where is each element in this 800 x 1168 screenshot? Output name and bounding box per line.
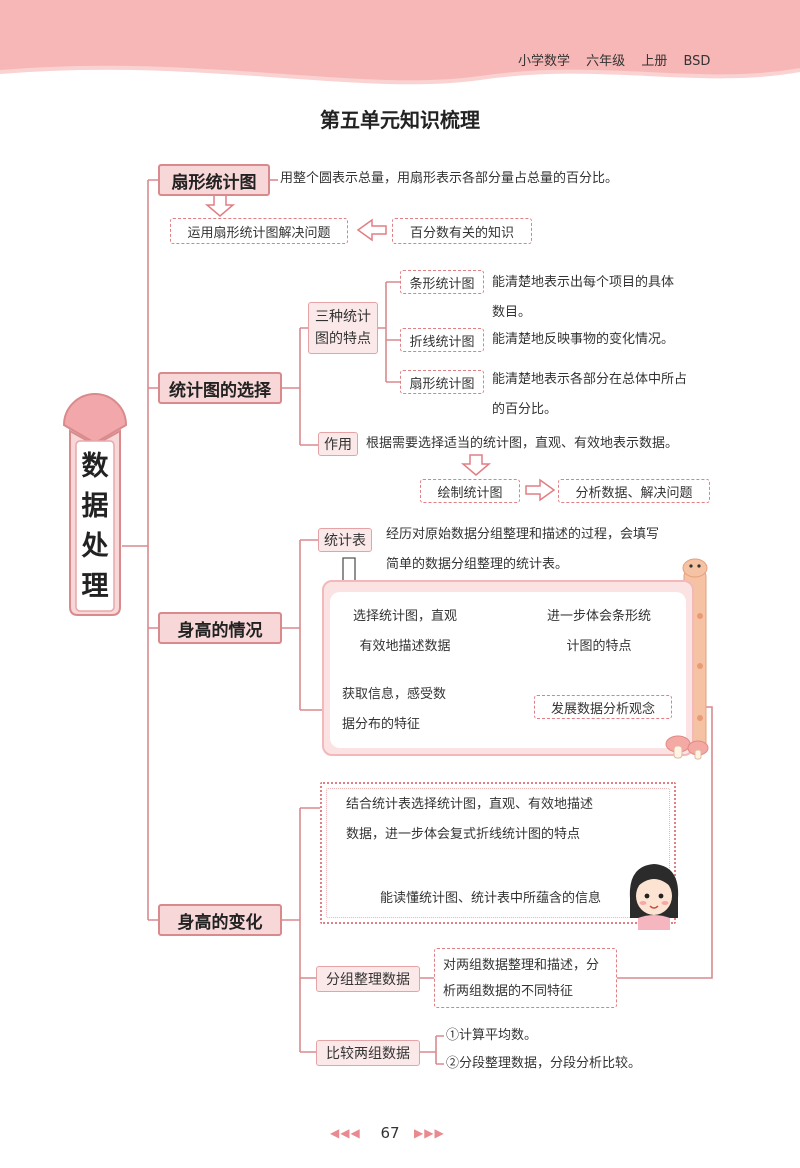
three-chart-features-line: 三种统计 xyxy=(315,309,371,325)
height-step1-result-line: 计图的特点 xyxy=(566,639,632,654)
feature-line: 能清楚地表示出每个项目的具体 xyxy=(492,275,675,290)
pie-chart-feature: 能清楚地表示各部分在总体中所占 的百分比。 xyxy=(492,365,687,425)
stat-table-line: 简单的数据分组整理的统计表。 xyxy=(386,557,569,572)
bar-chart-feature: 能清楚地表示出每个项目的具体 数目。 xyxy=(492,268,674,328)
pie-chart-node: 扇形统计图 xyxy=(158,164,270,196)
change-panel-line: 结合统计表选择统计图，直观、有效地描述 xyxy=(346,797,594,812)
root-char: 数 xyxy=(81,451,109,482)
pie-chart-description: 用整个圆表示总量，用扇形表示各部分量占总量的百分比。 xyxy=(280,171,619,186)
analyze-data-box: 分析数据、解决问题 xyxy=(558,479,710,503)
compare-data-tag: 比较两组数据 xyxy=(316,1040,420,1066)
percent-knowledge-box: 百分数有关的知识 xyxy=(392,218,532,244)
page-number: 67 xyxy=(380,1124,400,1142)
three-chart-features-tag: 三种统计 图的特点 xyxy=(308,302,378,354)
usage-tag: 作用 xyxy=(318,432,358,456)
feature-line: 能清楚地表示各部分在总体中所占 xyxy=(492,372,688,387)
height-step1-result: 进一步体会条形统 计图的特点 xyxy=(534,602,664,662)
pie-apply-box: 运用扇形统计图解决问题 xyxy=(170,218,348,244)
height-step2: 获取信息，感受数 据分布的特征 xyxy=(342,680,446,740)
mushroom-illustration xyxy=(665,735,709,760)
footer-right-arrows-icon: ▶▶▶ xyxy=(414,1126,445,1140)
header-book: 小学数学 xyxy=(518,54,571,69)
height-step1-line: 有效地描述数据 xyxy=(359,639,451,654)
change-panel-result: 能读懂统计图、统计表中所蕴含的信息 xyxy=(380,891,602,906)
stat-table-line: 经历对原始数据分组整理和描述的过程，会填写 xyxy=(386,527,660,542)
header-volume: 上册 xyxy=(641,54,668,69)
feature-line: 数目。 xyxy=(492,305,532,320)
height-step2-line: 据分布的特征 xyxy=(342,717,421,732)
root-node-shape xyxy=(62,393,128,616)
group-data-box: 对两组数据整理和描述，分 析两组数据的不同特征 xyxy=(434,948,617,1008)
line-chart-feature: 能清楚地反映事物的变化情况。 xyxy=(492,332,675,347)
header-edition: BSD xyxy=(683,54,711,69)
header-band xyxy=(0,0,800,85)
height-change-node: 身高的变化 xyxy=(158,904,282,936)
feature-line: 的百分比。 xyxy=(492,402,558,417)
draw-chart-box: 绘制统计图 xyxy=(420,479,520,503)
footer-left-arrows-icon: ◀◀◀ xyxy=(330,1126,361,1140)
height-step1-line: 选择统计图，直观 xyxy=(352,609,457,624)
compare-item-1: ①计算平均数。 xyxy=(446,1028,538,1043)
group-data-line: 对两组数据整理和描述，分 xyxy=(443,958,600,973)
chart-choice-node: 统计图的选择 xyxy=(158,372,282,404)
group-data-line: 析两组数据的不同特征 xyxy=(443,984,574,999)
root-label: 数 据 处 理 xyxy=(76,447,114,607)
group-data-tag: 分组整理数据 xyxy=(316,966,420,992)
height-step1-result-line: 进一步体会条形统 xyxy=(546,609,651,624)
data-analysis-concept-box: 发展数据分析观念 xyxy=(534,695,672,719)
height-step1: 选择统计图，直观 有效地描述数据 xyxy=(344,602,466,662)
compare-item-2: ②分段整理数据，分段分析比较。 xyxy=(446,1056,642,1071)
header-book-info: 小学数学 六年级 上册 BSD xyxy=(518,50,710,69)
root-char: 理 xyxy=(81,571,109,602)
three-chart-features-line: 图的特点 xyxy=(315,331,371,347)
height-step2-line: 获取信息，感受数 xyxy=(342,687,447,702)
usage-text: 根据需要选择适当的统计图，直观、有效地表示数据。 xyxy=(366,436,679,451)
pie-chart-tag: 扇形统计图 xyxy=(400,370,484,394)
page-title: 第五单元知识梳理 xyxy=(320,108,480,132)
change-panel-text: 结合统计表选择统计图，直观、有效地描述 数据，进一步体会复式折线统计图的特点 xyxy=(346,790,593,850)
change-panel-line: 数据，进一步体会复式折线统计图的特点 xyxy=(346,827,581,842)
change-panel-inner xyxy=(326,788,670,918)
line-chart-tag: 折线统计图 xyxy=(400,328,484,352)
height-panel-inner xyxy=(330,592,686,748)
root-char: 据 xyxy=(81,491,109,522)
bar-chart-tag: 条形统计图 xyxy=(400,270,484,294)
change-panel xyxy=(320,782,676,924)
girl-illustration xyxy=(629,864,679,930)
height-situation-node: 身高的情况 xyxy=(158,612,282,644)
stat-table-tag: 统计表 xyxy=(318,528,372,552)
header-grade: 六年级 xyxy=(586,54,626,69)
stat-table-text: 经历对原始数据分组整理和描述的过程，会填写 简单的数据分组整理的统计表。 xyxy=(386,520,659,580)
root-char: 处 xyxy=(81,531,109,562)
